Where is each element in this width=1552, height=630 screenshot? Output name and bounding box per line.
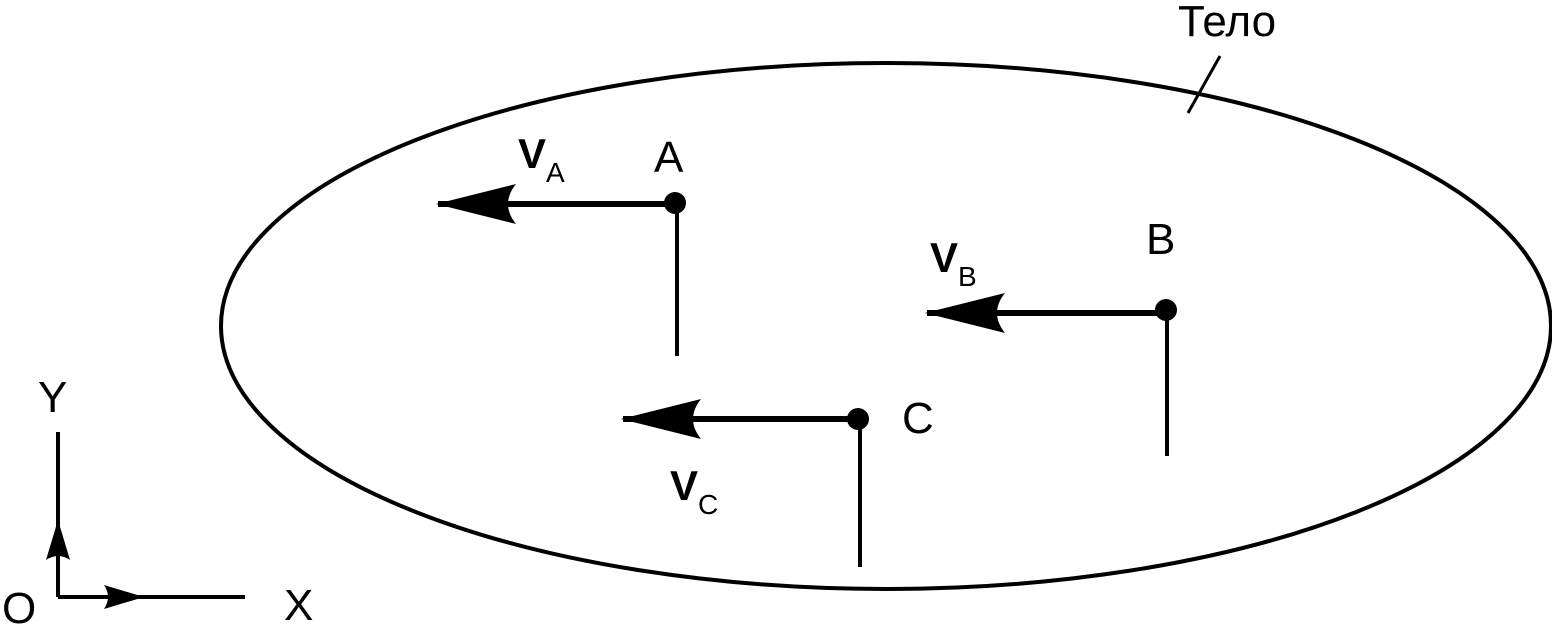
velocity-a-label: VA <box>518 130 565 188</box>
velocity-c-label: VC <box>670 462 718 520</box>
velocity-a-subscript: A <box>546 157 565 188</box>
origin-label: O <box>2 584 36 630</box>
point-b-dot <box>1155 299 1177 321</box>
velocity-c-symbol: V <box>670 462 698 509</box>
point-a-label: A <box>654 133 684 182</box>
point-a-dot <box>664 192 686 214</box>
velocity-b-symbol: V <box>930 234 958 281</box>
point-b-label: B <box>1146 215 1175 264</box>
point-b-group: B VB <box>925 215 1177 456</box>
body-label: Тело <box>1178 0 1276 46</box>
point-c-group: C VC <box>621 394 934 567</box>
velocity-b-subscript: B <box>958 261 977 292</box>
velocity-c-subscript: C <box>698 489 718 520</box>
coordinate-axes: Y X O <box>2 373 313 630</box>
velocity-b-label: VB <box>930 234 977 292</box>
body-ellipse <box>219 61 1552 591</box>
y-axis-label: Y <box>38 373 67 422</box>
x-axis-label: X <box>284 581 313 630</box>
body-label-leader <box>1186 55 1222 114</box>
point-c-dot <box>847 408 869 430</box>
velocity-a-symbol: V <box>518 130 546 177</box>
point-a-group: A VA <box>436 130 686 356</box>
point-c-label: C <box>902 394 934 443</box>
